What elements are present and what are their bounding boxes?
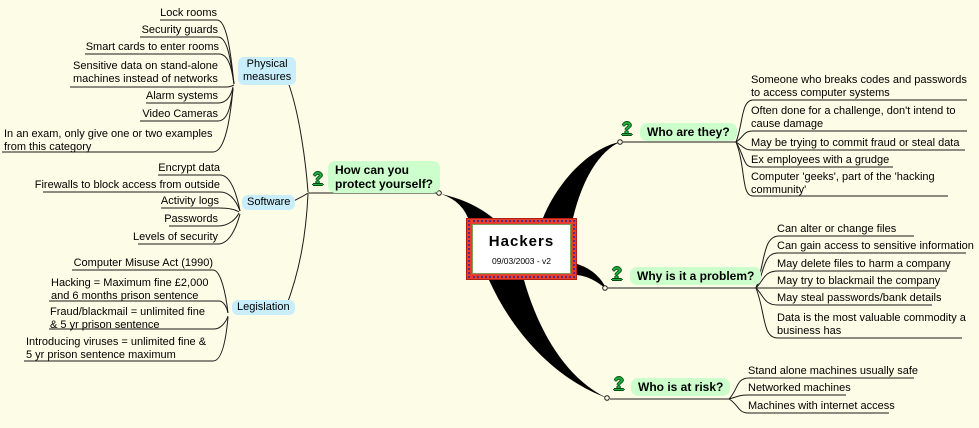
node-software[interactable]: Software — [242, 195, 296, 210]
leaf-levels-of-security[interactable]: Levels of security — [133, 231, 218, 243]
question-mark-icon: ? — [612, 265, 622, 282]
leaf-firewalls[interactable]: Firewalls to block access from outside — [34, 179, 220, 191]
leaf-gain-access[interactable]: Can gain access to sensitive information — [777, 240, 974, 252]
leaf-lock-rooms[interactable]: Lock rooms — [160, 7, 217, 19]
leaf-sensitive-data[interactable]: Sensitive data on stand-alone machines i… — [73, 60, 218, 85]
leaf-alter-files[interactable]: Can alter or change files — [777, 223, 897, 235]
topic-why-problem[interactable]: Why is it a problem? — [630, 267, 762, 285]
leaf-hacking-fine[interactable]: Hacking = Maximum fine £2,000 and 6 mont… — [51, 277, 209, 302]
topic-how-protect[interactable]: How can you protect yourself? — [328, 161, 441, 193]
leaf-computer-geeks[interactable]: Computer 'geeks', part of the 'hacking c… — [751, 171, 935, 196]
leaf-video-cameras[interactable]: Video Cameras — [142, 108, 218, 120]
leaf-introducing-viruses[interactable]: Introducing viruses = unlimited fine & 5… — [26, 336, 207, 361]
leaf-blackmail-company[interactable]: May try to blackmail the company — [777, 275, 941, 287]
leaf-often-challenge[interactable]: Often done for a challenge, don't intend… — [751, 105, 956, 130]
map-title: Hackers — [488, 232, 555, 250]
node-physical-measures[interactable]: Physical measures — [238, 57, 297, 85]
leaf-exam-note[interactable]: In an exam, only give one or two example… — [4, 128, 213, 153]
leaf-ex-employees[interactable]: Ex employees with a grudge — [751, 154, 890, 166]
leaf-fraud-blackmail[interactable]: Fraud/blackmail = unlimited fine & 5 yr … — [50, 306, 205, 331]
topic-who-at-risk[interactable]: Who is at risk? — [631, 378, 731, 396]
node-legislation[interactable]: Legislation — [232, 300, 295, 315]
question-mark-icon: ? — [614, 375, 624, 392]
question-mark-icon: ? — [622, 120, 632, 137]
central-topic-inner: Hackers 09/03/2003 - v2 — [472, 224, 571, 274]
question-mark-icon: ? — [313, 170, 323, 187]
leaf-stand-alone-safe[interactable]: Stand alone machines usually safe — [748, 365, 918, 377]
leaf-commit-fraud[interactable]: May be trying to commit fraud or steal d… — [751, 137, 960, 149]
map-date: 09/03/2003 - v2 — [491, 255, 552, 266]
leaf-encrypt-data[interactable]: Encrypt data — [158, 162, 220, 174]
leaf-steal-passwords[interactable]: May steal passwords/bank details — [777, 292, 942, 304]
leaf-someone-breaks-codes[interactable]: Someone who breaks codes and passwords t… — [751, 74, 967, 99]
leaf-security-guards[interactable]: Security guards — [141, 24, 218, 36]
leaf-networked-machines[interactable]: Networked machines — [748, 382, 851, 394]
topic-who-are-they[interactable]: Who are they? — [640, 123, 737, 141]
leaf-data-valuable[interactable]: Data is the most valuable commodity a bu… — [777, 312, 966, 337]
central-topic[interactable]: Hackers 09/03/2003 - v2 — [466, 218, 577, 280]
leaf-alarm-systems[interactable]: Alarm systems — [145, 90, 218, 102]
leaf-delete-files[interactable]: May delete files to harm a company — [777, 258, 951, 270]
leaf-activity-logs[interactable]: Activity logs — [160, 195, 219, 207]
leaf-internet-access[interactable]: Machines with internet access — [748, 400, 895, 412]
leaf-passwords[interactable]: Passwords — [164, 213, 218, 225]
leaf-smart-cards[interactable]: Smart cards to enter rooms — [85, 41, 219, 53]
leaf-computer-misuse-act[interactable]: Computer Misuse Act (1990) — [73, 257, 213, 269]
